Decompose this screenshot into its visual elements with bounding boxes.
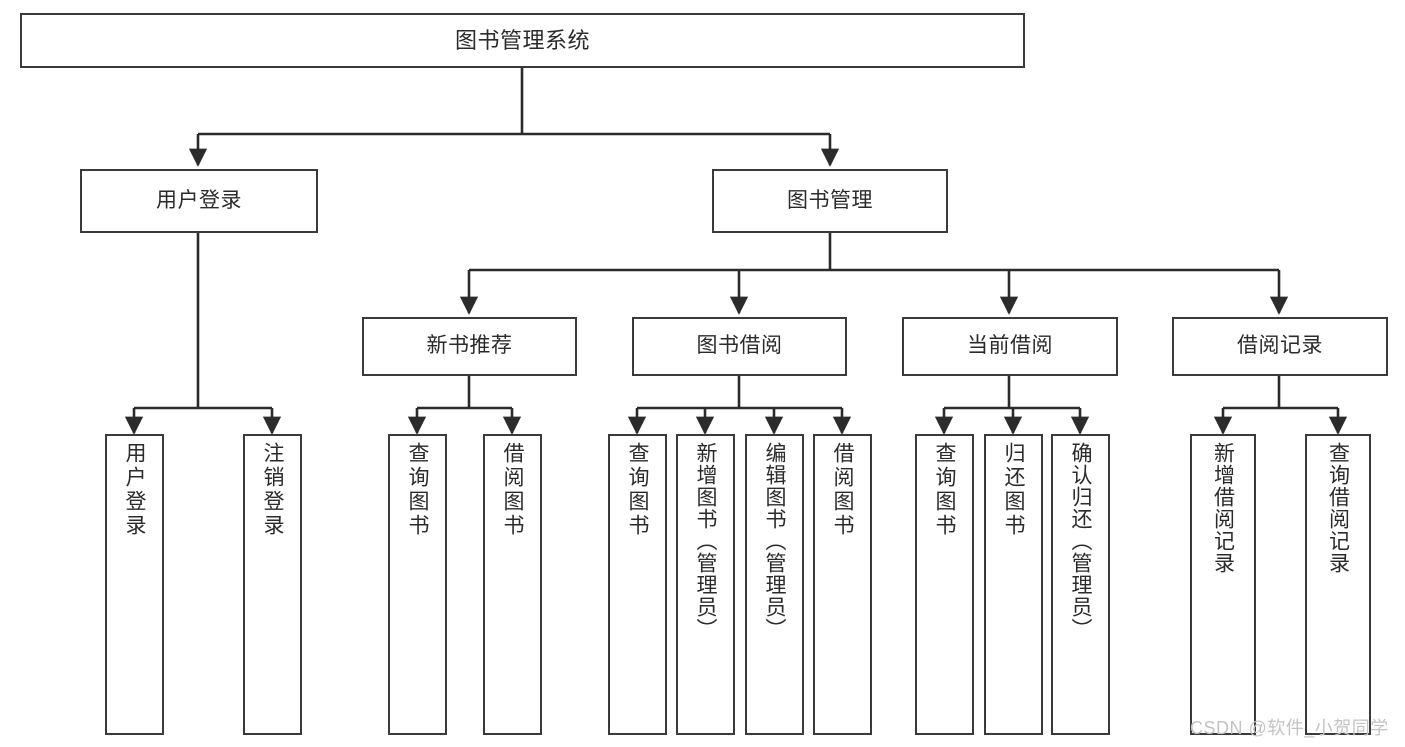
leaf-query-book-recommend[interactable]: 查询图书 bbox=[388, 434, 447, 735]
node-book-borrow[interactable]: 图书借阅 bbox=[632, 317, 847, 376]
node-label: 图书借阅 bbox=[696, 334, 783, 358]
node-label: 新增借阅记录 bbox=[1211, 442, 1235, 574]
leaf-user-logout[interactable]: 注销登录 bbox=[243, 434, 302, 735]
watermark-csdn: CSDN @软件_小贺同学 bbox=[1190, 718, 1389, 738]
leaf-query-book-borrow[interactable]: 查询图书 bbox=[608, 434, 667, 735]
node-label: 图书管理系统 bbox=[454, 27, 590, 53]
leaf-add-book-admin[interactable]: 新增图书（管理员） bbox=[676, 434, 735, 735]
node-label: 用户登录 bbox=[156, 188, 242, 212]
node-label: 借阅图书 bbox=[501, 442, 524, 538]
node-current-borrow[interactable]: 当前借阅 bbox=[902, 317, 1118, 376]
node-label: 查询图书 bbox=[933, 442, 956, 538]
leaf-edit-book-admin[interactable]: 编辑图书（管理员） bbox=[745, 434, 804, 735]
leaf-return-book[interactable]: 归还图书 bbox=[984, 434, 1043, 735]
node-label: 用户登录 bbox=[123, 442, 146, 538]
leaf-query-borrow-record[interactable]: 查询借阅记录 bbox=[1305, 434, 1371, 735]
node-label: 注销登录 bbox=[261, 442, 284, 538]
node-label: 查询图书 bbox=[406, 442, 429, 538]
leaf-borrow-book[interactable]: 借阅图书 bbox=[813, 434, 872, 735]
node-user-login[interactable]: 用户登录 bbox=[80, 169, 318, 233]
node-book-manage[interactable]: 图书管理 bbox=[712, 169, 948, 233]
node-label: 新增图书（管理员） bbox=[694, 442, 717, 640]
node-label: 图书管理 bbox=[787, 188, 873, 212]
node-borrow-record[interactable]: 借阅记录 bbox=[1172, 317, 1388, 376]
node-label: 借阅图书 bbox=[831, 442, 854, 538]
leaf-add-borrow-record[interactable]: 新增借阅记录 bbox=[1190, 434, 1256, 735]
node-label: 查询借阅记录 bbox=[1326, 442, 1350, 574]
node-label: 编辑图书（管理员） bbox=[763, 442, 786, 640]
node-label: 查询图书 bbox=[626, 442, 649, 538]
node-label: 借阅记录 bbox=[1237, 334, 1323, 358]
node-label: 当前借阅 bbox=[967, 334, 1053, 358]
node-label: 新书推荐 bbox=[426, 334, 513, 358]
leaf-query-book-current[interactable]: 查询图书 bbox=[915, 434, 974, 735]
node-label: 归还图书 bbox=[1002, 442, 1025, 538]
node-book-management-system[interactable]: 图书管理系统 bbox=[20, 13, 1025, 68]
node-new-book-recommend[interactable]: 新书推荐 bbox=[362, 317, 577, 376]
leaf-borrow-book-recommend[interactable]: 借阅图书 bbox=[483, 434, 542, 735]
leaf-user-login[interactable]: 用户登录 bbox=[105, 434, 164, 735]
node-label: 确认归还（管理员） bbox=[1069, 442, 1092, 640]
leaf-confirm-return-admin[interactable]: 确认归还（管理员） bbox=[1051, 434, 1110, 735]
